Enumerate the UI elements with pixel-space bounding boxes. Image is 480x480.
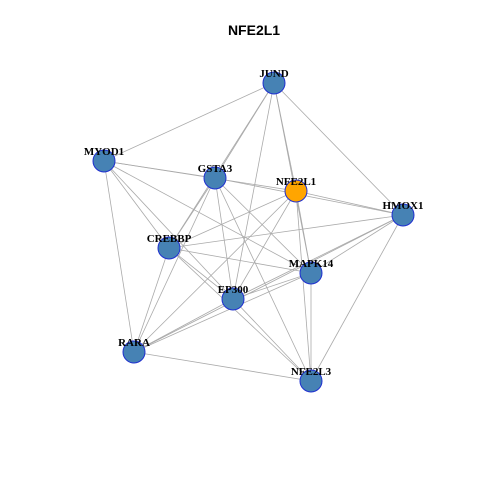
- node-circle-jund[interactable]: [262, 71, 286, 95]
- edge-crebbp-rara: [133, 247, 170, 353]
- edge-mapk14-rara: [133, 272, 312, 353]
- node-jund[interactable]: JUND: [259, 68, 289, 95]
- node-circle-gsta3[interactable]: [203, 166, 227, 190]
- edge-gsta3-crebbp: [168, 177, 216, 249]
- node-circle-mapk14[interactable]: [299, 261, 323, 285]
- node-label-rara: RARA: [118, 337, 150, 349]
- node-hmox1[interactable]: HMOX1: [383, 200, 424, 227]
- edge-nfe2l1-nfe2l3: [295, 190, 312, 382]
- node-label-hmox1: HMOX1: [383, 200, 424, 212]
- edge-crebbp-nfe2l3: [168, 247, 312, 382]
- node-ep300[interactable]: EP300: [218, 284, 249, 311]
- node-label-nfe2l1: NFE2L1: [276, 176, 316, 188]
- node-circle-nfe2l1[interactable]: [284, 179, 308, 203]
- node-myod1[interactable]: MYOD1: [84, 146, 124, 173]
- edge-myod1-rara: [103, 160, 135, 353]
- node-rara[interactable]: RARA: [118, 337, 150, 364]
- node-mapk14[interactable]: MAPK14: [289, 258, 334, 285]
- edge-hmox1-nfe2l3: [310, 214, 404, 382]
- node-nfe2l1[interactable]: NFE2L1: [276, 176, 316, 203]
- node-gsta3[interactable]: GSTA3: [198, 163, 233, 190]
- edge-myod1-ep300: [103, 160, 234, 300]
- node-circle-hmox1[interactable]: [391, 203, 415, 227]
- edge-gsta3-rara: [133, 177, 216, 353]
- edge-hmox1-mapk14: [310, 214, 404, 274]
- node-label-nfe2l3: NFE2L3: [291, 366, 332, 378]
- edge-nfe2l1-hmox1: [295, 190, 404, 216]
- edge-myod1-crebbp: [103, 160, 170, 249]
- edge-hmox1-rara: [133, 214, 404, 353]
- edge-myod1-nfe2l1: [103, 160, 297, 192]
- edge-gsta3-ep300: [214, 177, 234, 300]
- edge-rara-nfe2l3: [133, 351, 312, 382]
- edge-nfe2l1-rara: [133, 190, 297, 353]
- edge-jund-hmox1: [273, 82, 404, 216]
- node-circle-myod1[interactable]: [92, 149, 116, 173]
- edge-jund-myod1: [103, 82, 275, 162]
- node-label-gsta3: GSTA3: [198, 163, 233, 175]
- edge-ep300-nfe2l3: [232, 298, 312, 382]
- edge-jund-crebbp: [168, 82, 275, 249]
- edge-gsta3-nfe2l3: [214, 177, 312, 382]
- edge-mapk14-ep300: [232, 272, 312, 300]
- edge-nfe2l1-mapk14: [295, 190, 312, 274]
- edge-nfe2l1-ep300: [232, 190, 297, 300]
- node-label-myod1: MYOD1: [84, 146, 124, 158]
- edge-crebbp-ep300: [168, 247, 234, 300]
- edge-myod1-mapk14: [103, 160, 312, 274]
- edge-gsta3-mapk14: [214, 177, 312, 274]
- node-circle-nfe2l3[interactable]: [299, 369, 323, 393]
- edge-layer: [103, 82, 404, 382]
- node-circle-rara[interactable]: [122, 340, 146, 364]
- node-crebbp[interactable]: CREBBP: [147, 233, 192, 260]
- edge-gsta3-hmox1: [214, 177, 404, 216]
- node-nfe2l3[interactable]: NFE2L3: [291, 366, 332, 393]
- edge-crebbp-mapk14: [168, 247, 312, 274]
- edge-hmox1-crebbp: [168, 214, 404, 249]
- node-circle-crebbp[interactable]: [157, 236, 181, 260]
- node-label-ep300: EP300: [218, 284, 249, 296]
- node-label-crebbp: CREBBP: [147, 233, 192, 245]
- node-label-mapk14: MAPK14: [289, 258, 334, 270]
- node-circle-ep300[interactable]: [221, 287, 245, 311]
- edge-nfe2l1-crebbp: [168, 190, 297, 249]
- node-label-jund: JUND: [259, 68, 288, 80]
- edge-jund-ep300: [232, 82, 275, 300]
- edge-ep300-rara: [133, 298, 234, 353]
- diagram-title: NFE2L1: [228, 22, 280, 38]
